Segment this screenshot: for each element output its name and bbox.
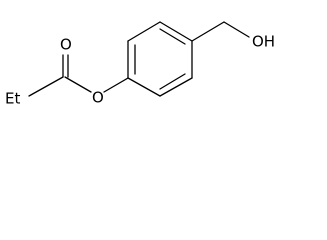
ethyl-to-carbonyl-bond (28, 76, 64, 97)
ring-bond-6 (127, 77, 161, 97)
ester-oxygen-label: O (92, 89, 104, 107)
ring-inner-bond-3 (159, 73, 186, 90)
hydroxyl-label: OH (252, 33, 275, 51)
methylene-to-hydroxyl-bond (223, 21, 250, 38)
chemical-structure-diagram: Et O O OH (5, 21, 275, 108)
ethyl-label: Et (5, 90, 20, 108)
ring-bond-5 (159, 77, 193, 97)
carbonyl-to-ester-oxygen-bond (64, 76, 92, 93)
ring-to-methylene-bond (191, 21, 225, 42)
ring-bond-2 (127, 21, 161, 42)
ring-bond-3 (159, 21, 193, 42)
ring-inner-bond-2 (159, 28, 186, 45)
carbonyl-oxygen-label: O (60, 36, 72, 54)
ester-oxygen-to-ring-bond (103, 77, 129, 93)
